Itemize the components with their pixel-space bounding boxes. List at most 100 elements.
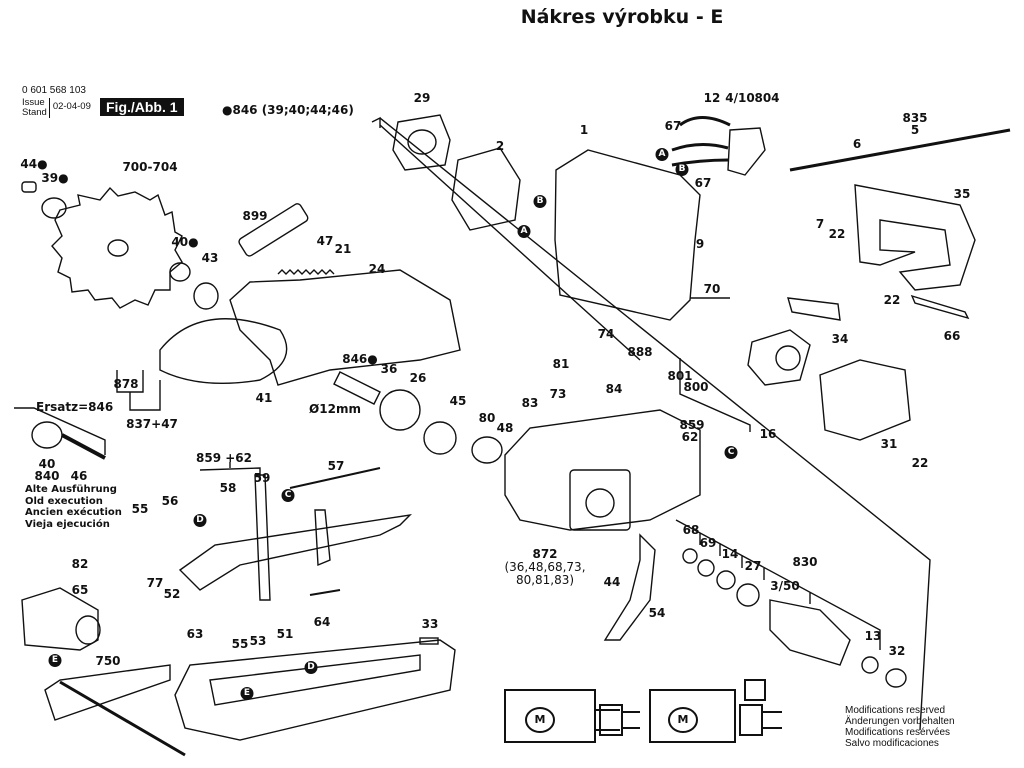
brush-holder bbox=[747, 329, 811, 386]
callout-4-10: 4/10 bbox=[725, 91, 755, 105]
callout-51: 51 bbox=[276, 627, 294, 641]
callout-804: 804 bbox=[754, 91, 780, 105]
bracket-837 bbox=[129, 380, 161, 411]
motor-symbol-2: M bbox=[677, 713, 689, 726]
callout-16: 16 bbox=[759, 427, 777, 441]
callout-39: 39● bbox=[41, 171, 69, 185]
callout-53: 53 bbox=[249, 634, 267, 648]
callout-62: 62 bbox=[681, 430, 699, 444]
spindle-846 bbox=[333, 371, 381, 405]
callout-24: 24 bbox=[368, 262, 386, 276]
callout-750: 750 bbox=[95, 654, 121, 668]
callout-64: 64 bbox=[313, 615, 331, 629]
connector-d-guide: D bbox=[193, 514, 207, 527]
callout-888: 888 bbox=[627, 345, 653, 359]
callout-801: 801 bbox=[667, 369, 693, 383]
callout-58: 58 bbox=[219, 481, 237, 495]
replacement-note: Ersatz=846 bbox=[36, 400, 114, 414]
callout-77: 77 bbox=[146, 576, 164, 590]
connector-c-housing: C bbox=[724, 446, 738, 459]
callout-52: 52 bbox=[163, 587, 181, 601]
wiring-diagram-1 bbox=[504, 689, 640, 743]
callout-67-top: 67 bbox=[664, 119, 682, 133]
old-part-46: 46 bbox=[70, 469, 88, 483]
base-plate bbox=[174, 639, 456, 741]
gear-45 bbox=[423, 421, 457, 455]
modifications-notice: Modifications reserved Änderungen vorbeh… bbox=[845, 705, 955, 749]
callout-55-b: 55 bbox=[231, 637, 249, 651]
callout-22-b: 22 bbox=[883, 293, 901, 307]
connector-e-base: E bbox=[240, 687, 254, 700]
callout-55-a: 55 bbox=[131, 502, 149, 516]
callout-872-list-2: 80,81,83) bbox=[515, 573, 575, 587]
grease-tube bbox=[238, 203, 309, 257]
oring-80 bbox=[471, 436, 503, 464]
motor-housing-1 bbox=[554, 149, 701, 321]
callout-65: 65 bbox=[71, 583, 89, 597]
callout-48: 48 bbox=[496, 421, 514, 435]
callout-26: 26 bbox=[409, 371, 427, 385]
connector-b: B bbox=[533, 195, 547, 208]
connector-d-base: D bbox=[304, 661, 318, 674]
callout-1: 1 bbox=[579, 123, 589, 137]
bracket-830 bbox=[675, 519, 881, 650]
callout-82: 82 bbox=[71, 557, 89, 571]
callout-859-62: 859 +62 bbox=[196, 451, 252, 465]
notice-de: Änderungen vorbehalten bbox=[845, 716, 955, 727]
callout-13: 13 bbox=[864, 629, 882, 643]
callout-830: 830 bbox=[792, 555, 818, 569]
callout-44: 44● bbox=[20, 157, 48, 171]
callout-2: 2 bbox=[495, 139, 505, 153]
guard-frame-line bbox=[379, 124, 641, 361]
callout-33: 33 bbox=[421, 617, 439, 631]
callout-67-bottom: 67 bbox=[694, 176, 712, 190]
connector-e-nozzle: E bbox=[48, 654, 62, 667]
dust-nozzle-65 bbox=[21, 587, 99, 651]
callout-22-a: 22 bbox=[828, 227, 846, 241]
issue-date: 02-04-09 bbox=[52, 101, 91, 112]
callout-12: 12 bbox=[703, 91, 721, 105]
callout-835: 835 bbox=[902, 111, 928, 125]
bearing-seat-26 bbox=[379, 389, 421, 431]
old-flange-40 bbox=[31, 421, 63, 449]
motor-symbol-1: M bbox=[534, 713, 546, 726]
connector-a-switch: A bbox=[655, 148, 669, 161]
issue-label: Issue bbox=[22, 97, 45, 108]
assembly-frame bbox=[371, 116, 931, 731]
callout-872: 872 bbox=[532, 547, 558, 561]
callout-73: 73 bbox=[549, 387, 567, 401]
old-execution-es: Vieja ejecución bbox=[25, 518, 110, 530]
callout-12mm: Ø12mm bbox=[309, 402, 361, 416]
part-number: 0 601 568 103 bbox=[22, 85, 86, 96]
callout-54: 54 bbox=[648, 606, 666, 620]
parallel-guide-59 bbox=[178, 513, 413, 591]
callout-872-list: (36,48,68,73, bbox=[504, 560, 586, 574]
spring-47 bbox=[277, 269, 335, 275]
callout-66: 66 bbox=[943, 329, 961, 343]
notice-fr: Modifications resérvées bbox=[845, 727, 951, 738]
connector-b-switch: B bbox=[675, 163, 689, 176]
old-part-840: 840 bbox=[34, 469, 60, 483]
wiring-diagram-2 bbox=[649, 679, 782, 743]
callout-80: 80 bbox=[478, 411, 496, 425]
kit-note: ●846 (39;40;44;46) bbox=[222, 103, 354, 117]
callout-36: 36 bbox=[380, 362, 398, 376]
baffle-29 bbox=[392, 114, 451, 171]
cable-6 bbox=[789, 128, 1011, 172]
callout-43: 43 bbox=[201, 251, 219, 265]
callout-47: 47 bbox=[316, 234, 334, 248]
old-execution-en: Old execution bbox=[25, 495, 103, 507]
callout-6: 6 bbox=[852, 137, 862, 151]
callout-22-c: 22 bbox=[911, 456, 929, 470]
grip-66 bbox=[910, 294, 970, 320]
callout-56: 56 bbox=[161, 494, 179, 508]
callout-878: 878 bbox=[113, 377, 139, 391]
connector-a: A bbox=[517, 225, 531, 238]
callout-27: 27 bbox=[744, 559, 762, 573]
ring-43 bbox=[193, 282, 219, 310]
callout-846: 846● bbox=[342, 352, 378, 366]
old-execution-fr: Ancien exécution bbox=[25, 507, 122, 518]
connector-c-guide: C bbox=[281, 489, 295, 502]
handle-35 bbox=[854, 184, 976, 291]
